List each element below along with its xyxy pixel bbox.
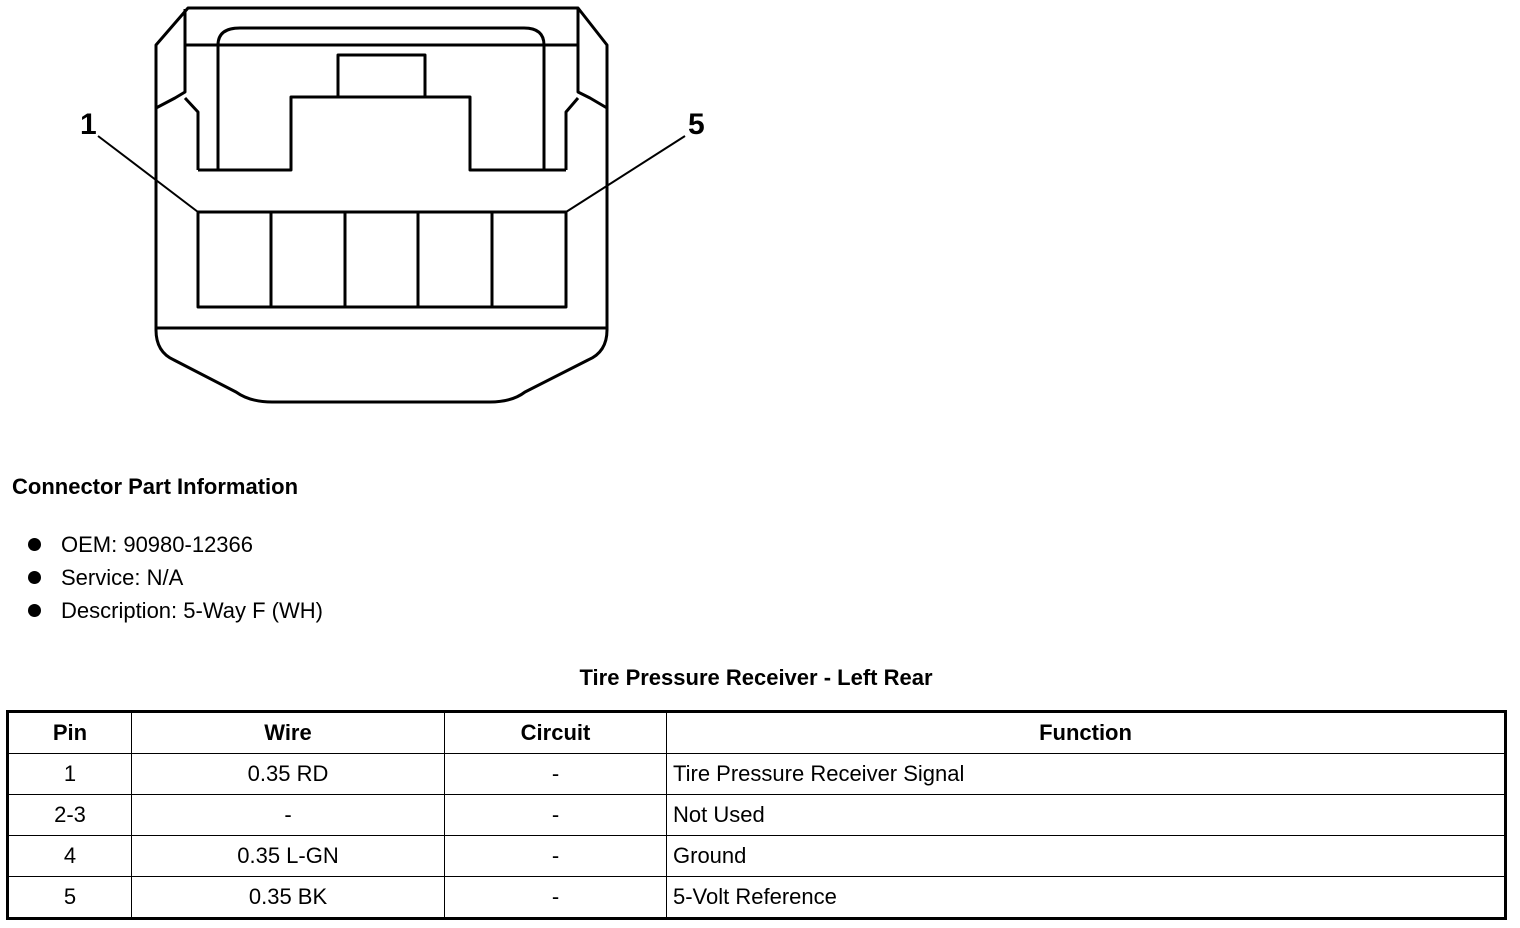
- connector-description: Description: 5-Way F (WH): [61, 597, 323, 623]
- oem-part-number: OEM: 90980-12366: [61, 531, 254, 557]
- terminal-cavity-row: [196, 210, 568, 309]
- inner-arch: [216, 26, 546, 170]
- key-block: [198, 53, 566, 172]
- cell-function: Not Used: [666, 794, 1506, 836]
- left-latch-notch: [155, 9, 187, 110]
- list-item: Service: N/A: [28, 561, 323, 594]
- table-row: 4 0.35 L-GN - Ground: [7, 835, 1506, 877]
- table-row: 1 0.35 RD - Tire Pressure Receiver Signa…: [7, 753, 1506, 795]
- table-title: Tire Pressure Receiver - Left Rear: [579, 665, 933, 690]
- bullet-icon: [28, 538, 41, 551]
- right-latch-notch: [576, 9, 608, 110]
- connector-info-heading: Connector Part Information: [12, 474, 299, 499]
- cell-circuit: -: [444, 794, 667, 836]
- cell-pin: 5: [7, 876, 132, 919]
- cell-function: Tire Pressure Receiver Signal: [666, 753, 1506, 795]
- pinout-table: Pin Wire Circuit Function 1 0.35 RD - Ti…: [6, 710, 1507, 920]
- pin-5-leader: [565, 135, 686, 213]
- pin-1-leader: [97, 135, 199, 213]
- table-header-row: Pin Wire Circuit Function: [7, 711, 1506, 754]
- cell-pin: 2-3: [7, 794, 132, 836]
- cell-function: Ground: [666, 835, 1506, 877]
- header-function: Function: [666, 711, 1506, 754]
- header-pin: Pin: [7, 711, 132, 754]
- list-item: Description: 5-Way F (WH): [28, 594, 323, 627]
- cell-pin: 4: [7, 835, 132, 877]
- pin-1-label: 1: [80, 108, 97, 141]
- cell-circuit: -: [444, 753, 667, 795]
- table-row: 2-3 - - Not Used: [7, 794, 1506, 836]
- connector-info-list: OEM: 90980-12366 Service: N/A Descriptio…: [28, 528, 323, 627]
- header-wire: Wire: [131, 711, 445, 754]
- list-item: OEM: 90980-12366: [28, 528, 323, 561]
- header-circuit: Circuit: [444, 711, 667, 754]
- bullet-icon: [28, 604, 41, 617]
- cell-wire: 0.35 BK: [131, 876, 445, 919]
- bullet-icon: [28, 571, 41, 584]
- table-row: 5 0.35 BK - 5-Volt Reference: [7, 876, 1506, 919]
- cell-wire: -: [131, 794, 445, 836]
- cell-function: 5-Volt Reference: [666, 876, 1506, 919]
- cell-circuit: -: [444, 835, 667, 877]
- cell-circuit: -: [444, 876, 667, 919]
- pin-5-label: 5: [688, 108, 705, 141]
- cell-pin: 1: [7, 753, 132, 795]
- connector-outer-shell: [154, 6, 609, 404]
- service-part-number: Service: N/A: [61, 564, 184, 590]
- cell-wire: 0.35 RD: [131, 753, 445, 795]
- cell-wire: 0.35 L-GN: [131, 835, 445, 877]
- connector-diagram: 1 5: [80, 6, 705, 404]
